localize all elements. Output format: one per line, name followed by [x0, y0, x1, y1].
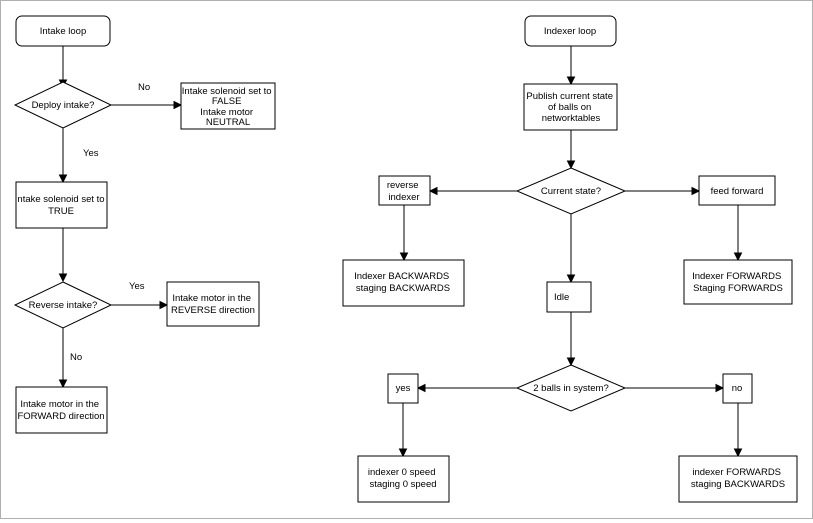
label-deploy-no: No: [138, 82, 150, 93]
svg-text:Intake motor in the REVE: Intake motor in the REVERSE direction: [171, 293, 255, 316]
edge-balls-to-yes: [416, 383, 517, 393]
edge-solenoid-to-reverse: [58, 228, 68, 283]
edge-yes-to-zero: [398, 403, 408, 458]
node-yes: yes: [387, 373, 419, 404]
edge-reverse-yes: [111, 300, 169, 310]
svg-text:Publish current state of: Publish current state of balls on networ…: [526, 91, 615, 124]
node-zero-speed: indexer 0 speed staging 0 speed: [357, 455, 450, 503]
node-indexer-loop: Indexer loop: [524, 15, 617, 47]
edge-publish-to-state: [566, 130, 576, 170]
svg-text:Indexer loop: Indexer loop: [544, 26, 596, 37]
edge-deploy-yes: [58, 128, 68, 184]
svg-text:Idle: Idle: [554, 292, 569, 303]
node-motor-reverse: Intake motor in the REVERSE direction: [166, 281, 260, 327]
node-balls-decision: 2 balls in system?: [515, 364, 627, 412]
svg-text:Intake solenoid set to T: Intake solenoid set to TRUE: [15, 194, 107, 217]
node-feed-forward: feed forward: [698, 175, 776, 206]
edge-reverse-to-backwards: [399, 205, 409, 262]
edge-no-to-fwd-back: [733, 403, 743, 458]
node-reverse-indexer: reverse indexer: [378, 175, 431, 206]
svg-text:indexer FORWARDS staging: indexer FORWARDS staging BACKWARDS: [691, 467, 785, 490]
node-solenoid-false: Intake solenoid set to FALSE Intake moto…: [180, 82, 276, 130]
node-motor-forward: Intake motor in the FORWARD direction: [15, 386, 108, 434]
node-intake-loop: Intake loop: [15, 15, 111, 47]
edge-feed-to-forwards: [733, 205, 743, 262]
svg-text:no: no: [732, 383, 743, 394]
node-solenoid-true: Intake solenoid set to TRUE: [15, 181, 108, 229]
node-idle: Idle: [546, 281, 592, 313]
node-indexer-forwards: Indexer FORWARDS Staging FORWARDS: [683, 259, 793, 305]
node-indexer-backwards: Indexer BACKWARDS staging BACKWARDS: [342, 259, 465, 307]
edge-reverse-no: [58, 328, 68, 389]
edge-state-to-idle: [566, 214, 576, 284]
node-no: no: [722, 373, 753, 404]
svg-text:Deploy intake?: Deploy intake?: [32, 100, 95, 111]
label-reverse-no: No: [70, 352, 82, 363]
node-publish-state: Publish current state of balls on networ…: [523, 83, 618, 131]
edge-deploy-no: [111, 100, 183, 110]
node-forwards-backwards: indexer FORWARDS staging BACKWARDS: [678, 455, 798, 503]
edge-balls-to-no: [625, 383, 725, 393]
svg-text:Indexer BACKWARDS stagin: Indexer BACKWARDS staging BACKWARDS: [354, 271, 452, 294]
label-reverse-yes: Yes: [129, 281, 145, 292]
svg-text:yes: yes: [396, 383, 411, 394]
svg-text:Indexer FORWARDS Staging: Indexer FORWARDS Staging FORWARDS: [692, 271, 784, 294]
svg-text:Intake loop: Intake loop: [40, 26, 86, 37]
node-current-state-decision: Current state?: [515, 167, 627, 215]
svg-text:Intake solenoid set to F: Intake solenoid set to FALSE Intake moto…: [182, 86, 274, 128]
edge-intake-start-to-deploy: [58, 46, 68, 89]
node-deploy-intake-decision: Deploy intake?: [13, 81, 113, 129]
edge-state-to-reverse: [428, 186, 517, 196]
svg-text:Reverse intake?: Reverse intake?: [29, 300, 98, 311]
label-deploy-yes: Yes: [83, 148, 99, 159]
edge-indexer-start-to-publish: [566, 46, 576, 86]
svg-text:indexer 0 speed staging: indexer 0 speed staging 0 speed: [368, 467, 438, 490]
svg-text:reverse indexer: reverse indexer: [387, 180, 421, 203]
edge-idle-to-balls: [566, 312, 576, 367]
svg-text:Current state?: Current state?: [541, 186, 601, 197]
svg-text:feed forward: feed forward: [711, 186, 764, 197]
svg-text:Intake motor in the FORW: Intake motor in the FORWARD direction: [17, 399, 104, 422]
edge-state-to-feed: [625, 186, 701, 196]
svg-text:2 balls in system?: 2 balls in system?: [533, 383, 609, 394]
node-reverse-intake-decision: Reverse intake?: [13, 281, 113, 329]
